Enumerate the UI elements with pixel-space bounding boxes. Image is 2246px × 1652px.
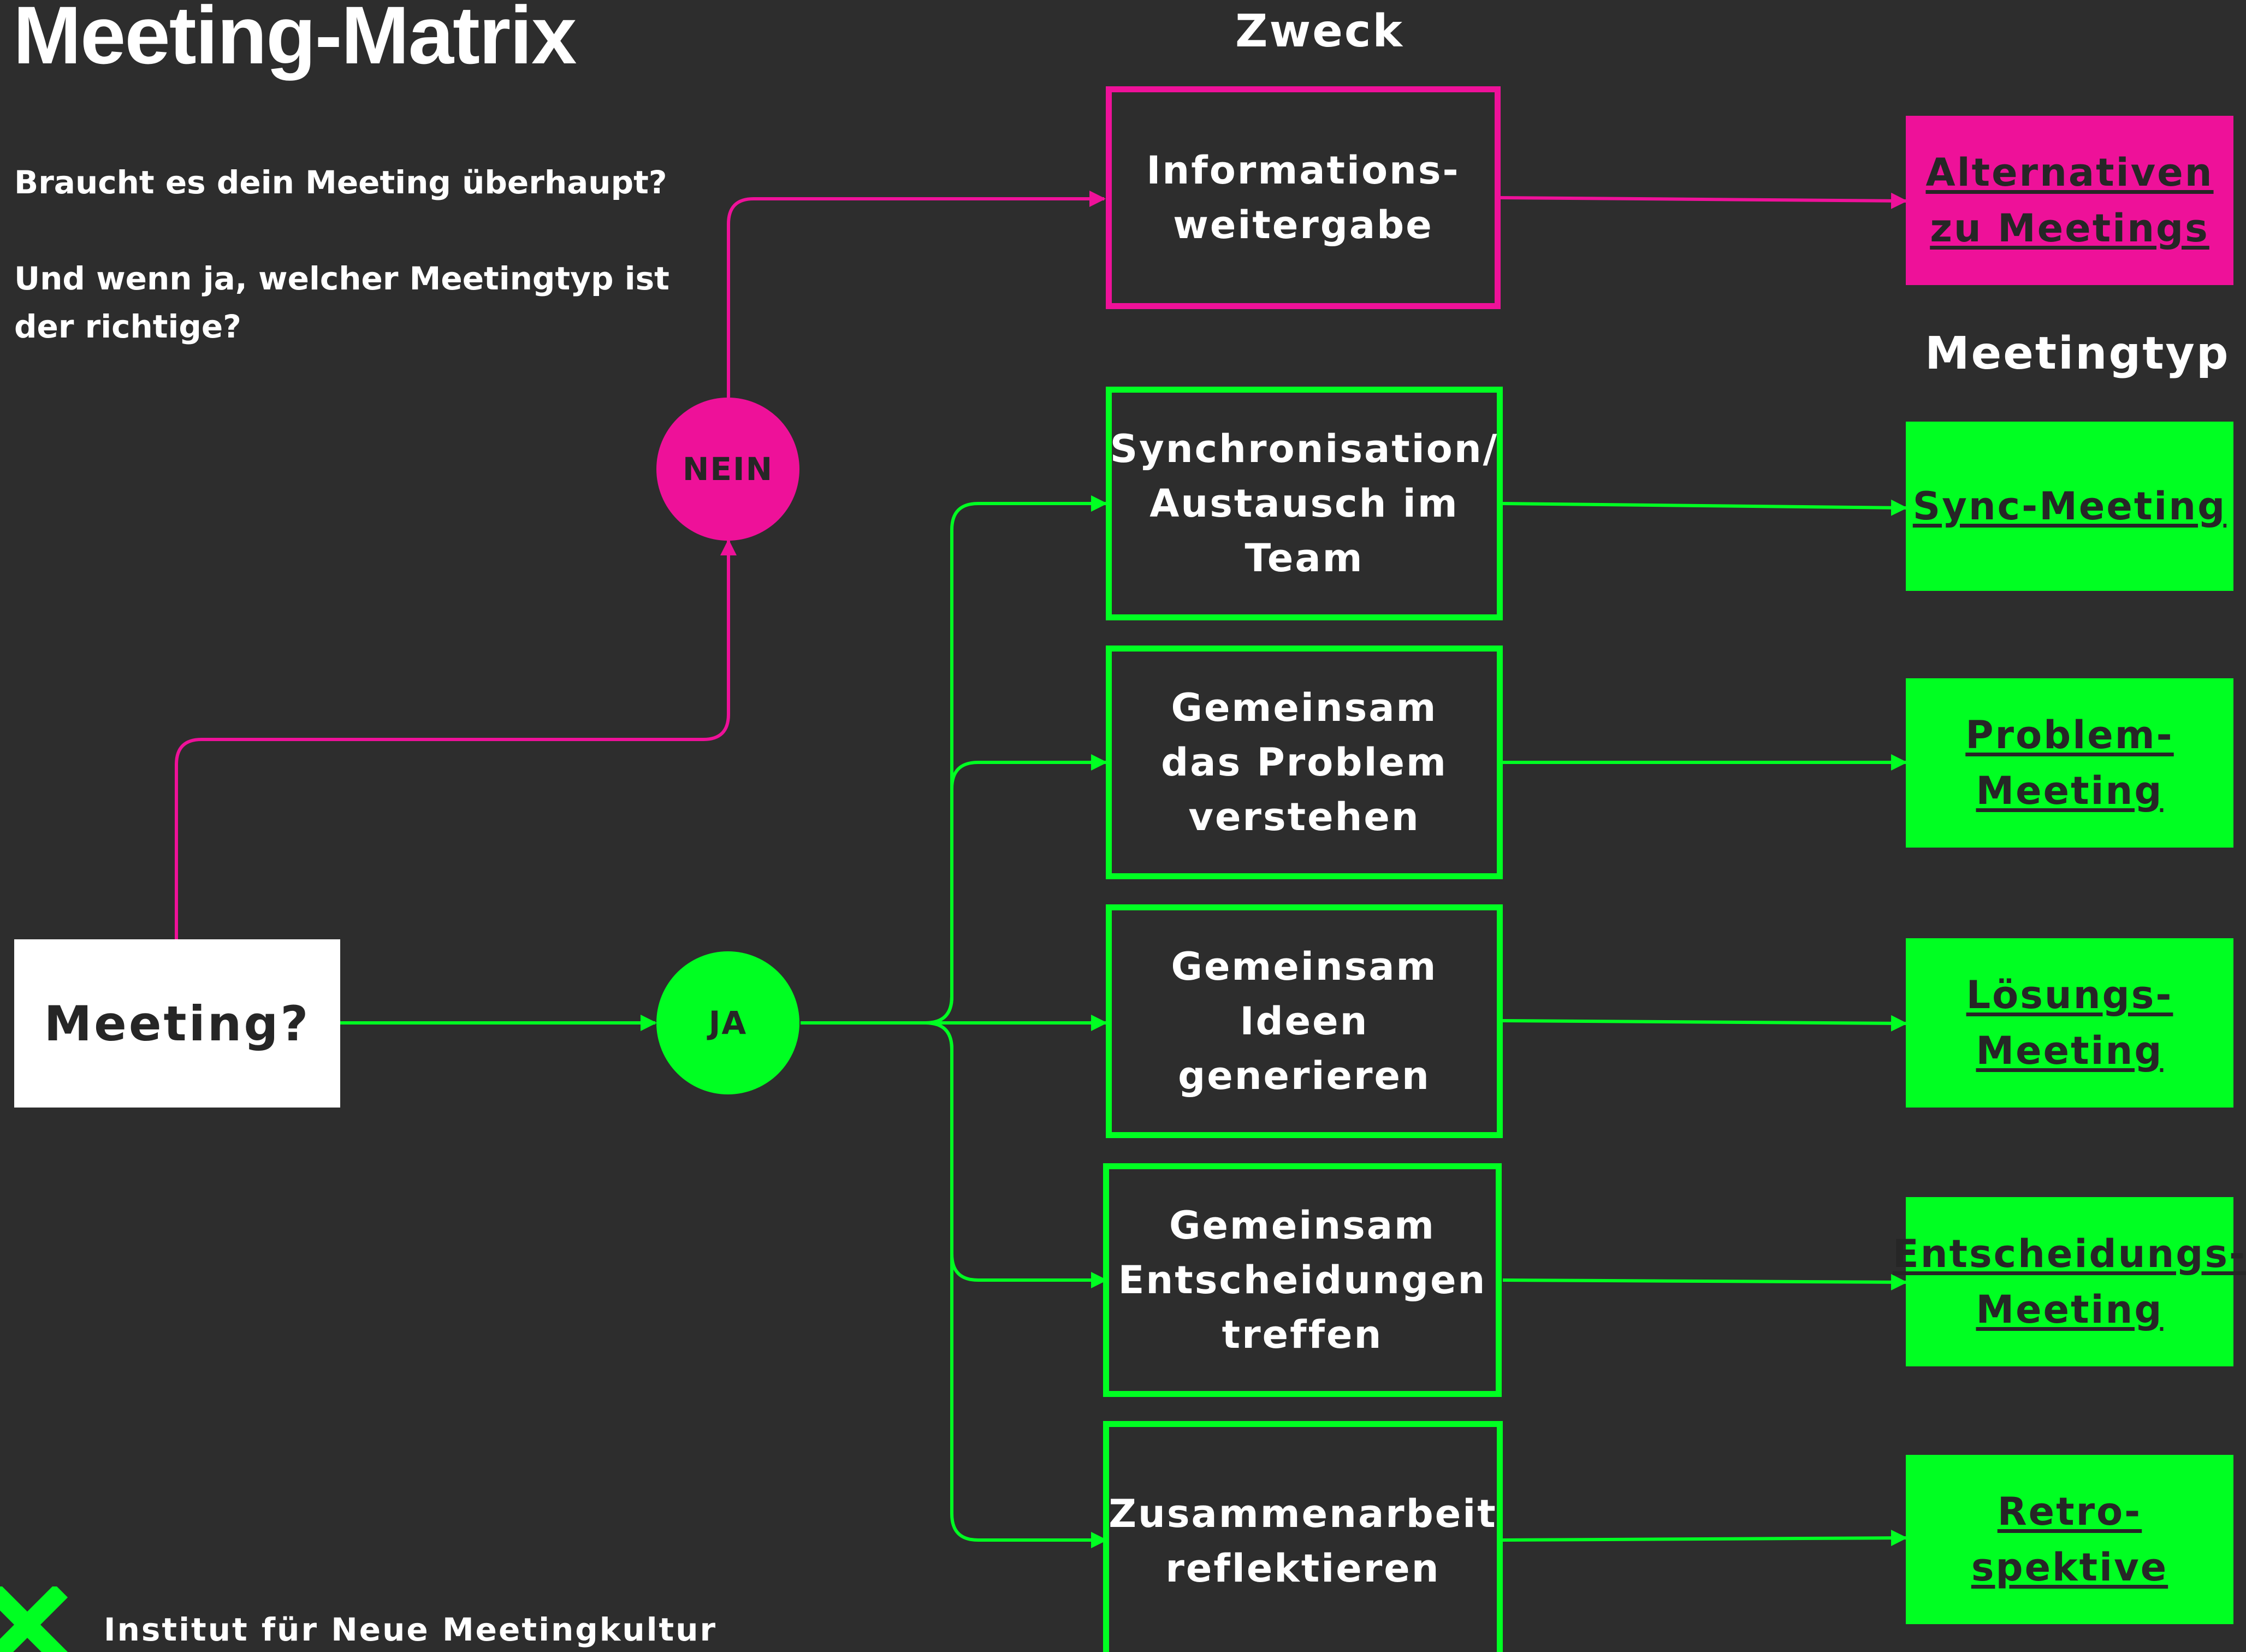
line-info-to-alternativen	[1500, 192, 1907, 209]
purpose-entscheidungen-treffen: Gemeinsam Entscheidungen treffen	[1103, 1163, 1502, 1397]
meeting-type-heading: Meetingtyp	[1925, 328, 2230, 380]
meeting-start-node: Meeting?	[14, 939, 340, 1108]
intro-question-2-line-1: Und wenn ja, welcher Meetingtyp ist	[14, 260, 669, 297]
meeting-type-loesung[interactable]: Lösungs- Meeting	[1906, 938, 2233, 1108]
line-entscheidung-to-type	[1502, 1274, 1907, 1290]
meeting-type-sync[interactable]: Sync-Meeting	[1906, 422, 2233, 591]
line-sync-to-type	[1502, 499, 1907, 516]
line-ja-branch-retro	[925, 1021, 1107, 1548]
purpose-informationsweitergabe: Informations- weitergabe	[1106, 86, 1501, 309]
institute-logo-x-icon	[0, 1586, 68, 1652]
nein-decision-node: NEIN	[656, 398, 799, 541]
intro-question-2-line-2: der richtige?	[14, 308, 241, 345]
purpose-synchronisation: Synchronisation/ Austausch im Team	[1106, 387, 1503, 620]
footer-institute-name: Institut für Neue Meetingkultur	[104, 1611, 718, 1648]
page-title: Meeting-Matrix	[13, 0, 577, 81]
meeting-type-entscheidung[interactable]: Entscheidungs- Meeting	[1893, 1197, 2245, 1366]
line-ideen-to-type	[1502, 1015, 1907, 1032]
purpose-heading: Zweck	[1235, 5, 1404, 57]
line-nein-to-info	[727, 191, 1106, 398]
purpose-zusammenarbeit-reflektieren: Zusammenarbeit reflektieren	[1103, 1421, 1503, 1652]
purpose-problem-verstehen: Gemeinsam das Problem verstehen	[1106, 646, 1503, 879]
ja-decision-node: JA	[656, 951, 799, 1094]
line-meeting-to-nein	[175, 539, 737, 939]
meeting-type-retrospektive[interactable]: Retro- spektive	[1906, 1455, 2233, 1624]
purpose-ideen-generieren: Gemeinsam Ideen generieren	[1106, 904, 1503, 1138]
meeting-type-problem[interactable]: Problem- Meeting	[1906, 678, 2233, 848]
line-retro-to-type	[1502, 1530, 1907, 1547]
intro-question-1: Braucht es dein Meeting überhaupt?	[14, 164, 667, 201]
meeting-type-alternativen[interactable]: Alternativen zu Meetings	[1906, 116, 2233, 285]
line-ja-branch-problem	[925, 754, 1107, 1025]
